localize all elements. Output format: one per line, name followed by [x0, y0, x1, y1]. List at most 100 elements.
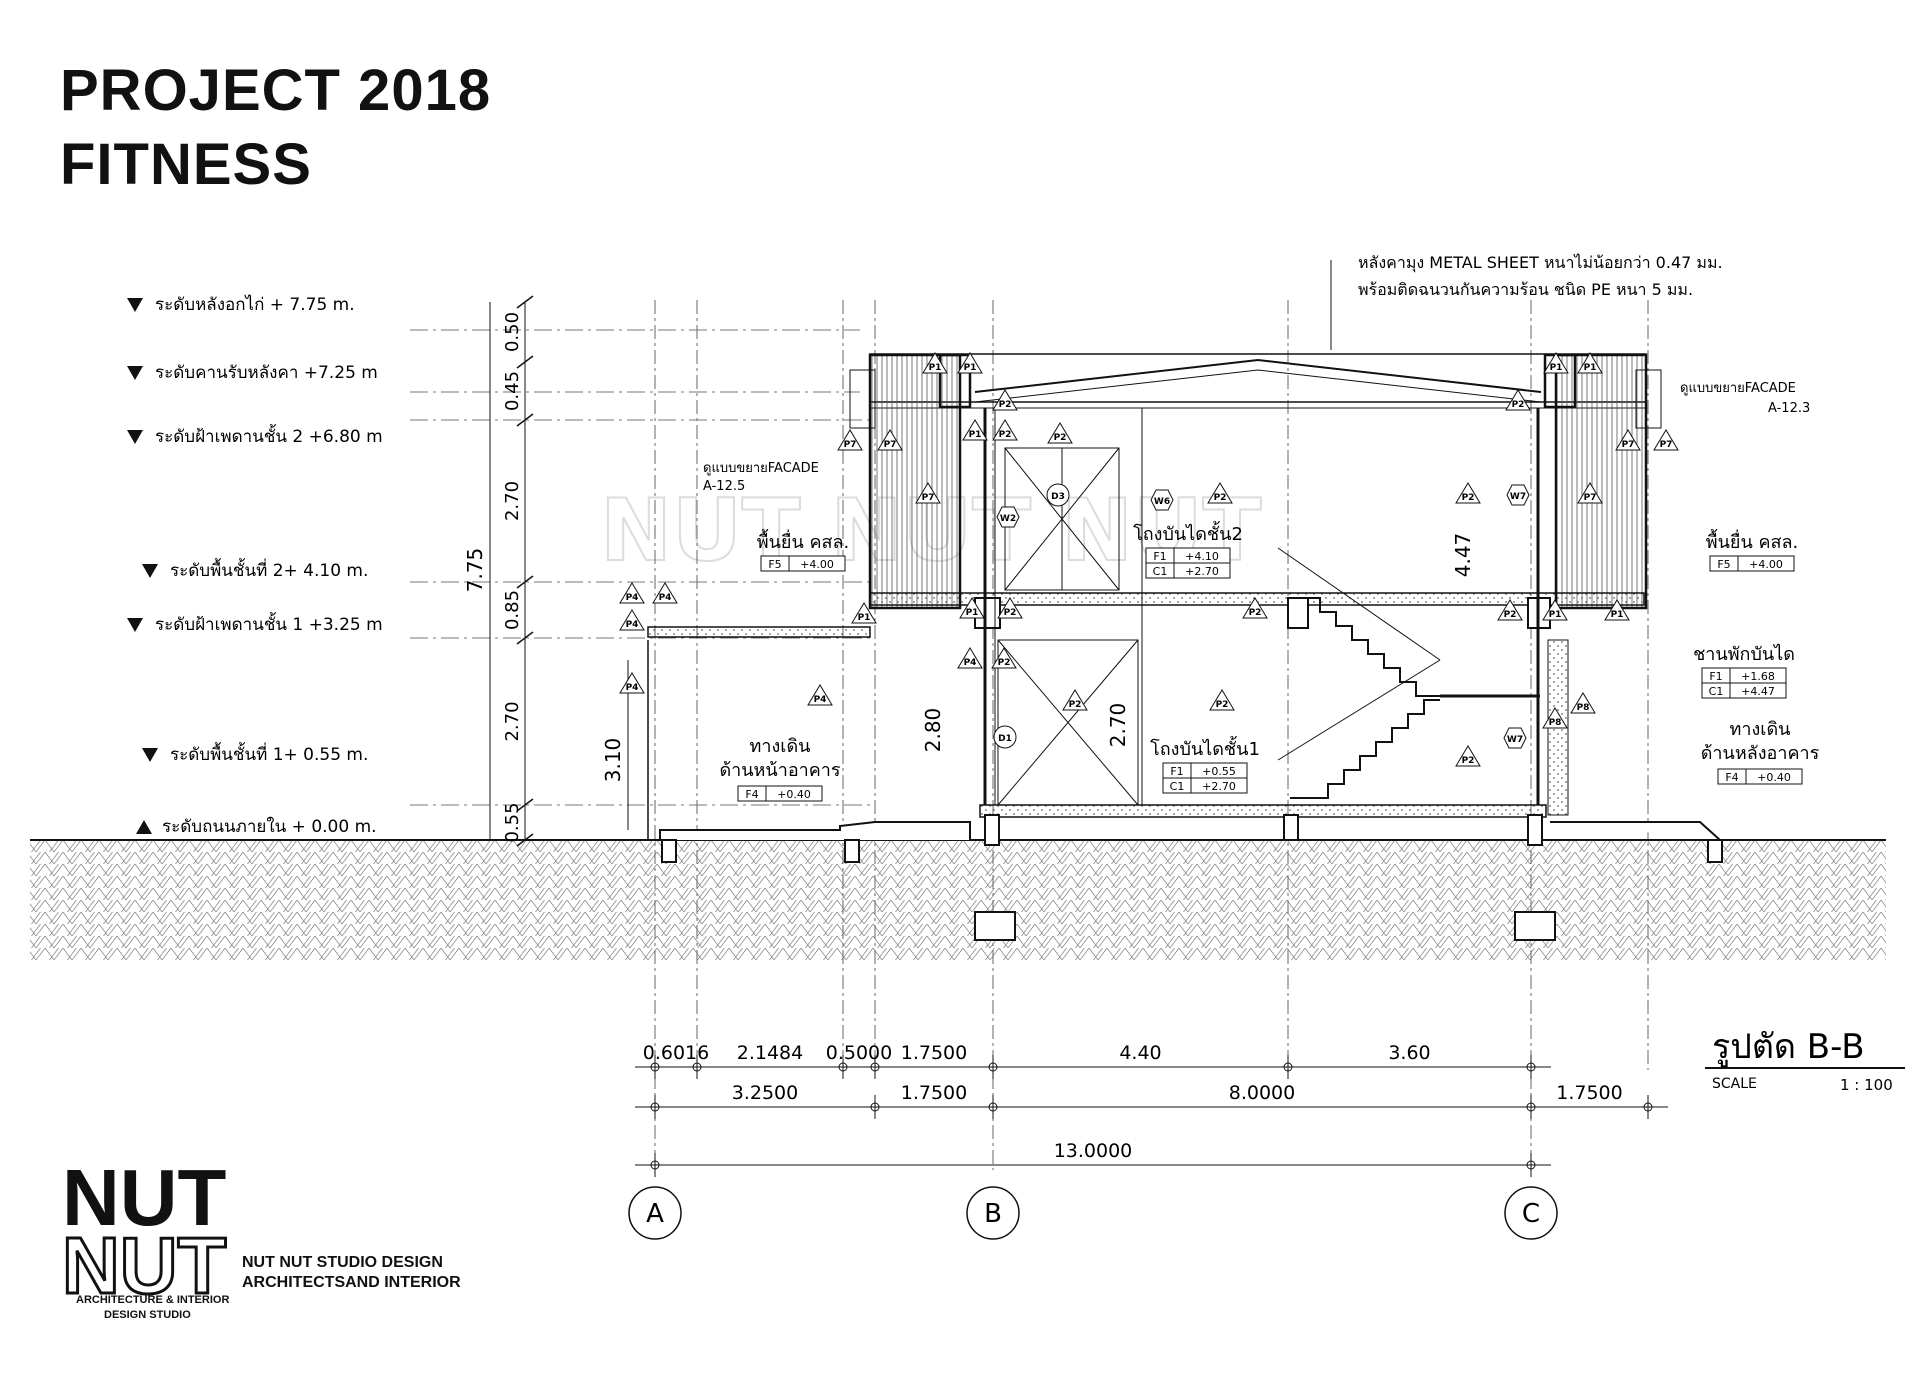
finish-tag-code: C1 — [1709, 685, 1724, 698]
hdim-node — [1526, 1160, 1536, 1170]
tag-code: P4 — [814, 695, 827, 705]
tag-code: P2 — [1504, 610, 1517, 620]
hdim-row1-value: 2.1484 — [737, 1042, 803, 1064]
tag-code: P1 — [858, 613, 871, 623]
tag-code: P1 — [929, 363, 942, 373]
vdim-tick — [516, 798, 534, 812]
level-marker-icon — [142, 748, 158, 762]
finish-tag-box — [1709, 555, 1795, 572]
tag-triangle-icon — [992, 389, 1018, 411]
hdim-total-value: 13.0000 — [1054, 1140, 1133, 1162]
tag-code: P4 — [626, 593, 639, 603]
tag-code: P2 — [1462, 493, 1475, 503]
level-label: ระดับฝ้าเพดานชั้น 2 +6.80 m — [155, 424, 383, 447]
tag-triangle-icon — [1455, 482, 1481, 504]
tag-triangle-icon — [1577, 352, 1603, 374]
hdim-row1-value: 4.40 — [1119, 1042, 1161, 1064]
studio-name-line1: NUT NUT STUDIO DESIGN — [242, 1254, 443, 1271]
finish-tag-level: +4.47 — [1741, 685, 1775, 698]
tag-code: P2 — [1214, 493, 1227, 503]
tag-code: P2 — [1054, 433, 1067, 443]
facade-ref-left-code: A-12.5 — [703, 479, 745, 494]
grid-label: C — [1522, 1199, 1540, 1229]
tag-triangle-icon — [877, 429, 903, 451]
hdim-row2-value: 3.2500 — [732, 1082, 798, 1104]
room-name-2: ด้านหน้าอาคาร — [719, 760, 840, 781]
finish-tag-code: F4 — [1725, 771, 1738, 784]
tag-triangle-icon — [619, 609, 645, 631]
hdim-node — [1283, 1062, 1293, 1072]
level-label: ระดับถนนภายใน + 0.00 m. — [162, 816, 377, 837]
logo-top: NUT — [62, 1153, 227, 1242]
tag-code: P4 — [964, 658, 977, 668]
project-subtitle: FITNESS — [60, 132, 312, 197]
tag-triangle-icon — [957, 352, 983, 374]
tag-code: P7 — [844, 440, 857, 450]
hdim-row2-value: 1.7500 — [901, 1082, 967, 1104]
tag-code: P8 — [1549, 718, 1562, 728]
finish-tag-code: F4 — [745, 788, 758, 801]
tag-triangle-icon — [1505, 389, 1531, 411]
tag-triangle-icon — [619, 582, 645, 604]
hdim-node — [988, 1102, 998, 1112]
hdim-node — [838, 1062, 848, 1072]
tag-triangle-icon — [652, 582, 678, 604]
inner-dim-447: 4.47 — [1451, 533, 1475, 578]
level-lines — [410, 329, 875, 806]
finish-tag-box — [760, 555, 846, 572]
tag-code: W2 — [1000, 514, 1016, 524]
hdim-node — [1643, 1102, 1653, 1112]
tag-triangle-icon — [997, 597, 1023, 619]
tag-triangle-icon — [1570, 692, 1596, 714]
vertical-dimensions: 0.500.452.700.852.700.557.75 — [463, 295, 534, 847]
level-marker-icon — [127, 298, 143, 312]
grid-label: B — [984, 1199, 1002, 1229]
tag-code: P2 — [998, 658, 1011, 668]
finish-tag-box — [1145, 562, 1231, 579]
room-name: โถงบันไดชั้น2 — [1133, 521, 1243, 545]
tag-triangle-icon — [959, 597, 985, 619]
vdim-value: 0.85 — [502, 590, 523, 630]
stair — [1277, 547, 1540, 799]
tag-hexagon-icon — [1503, 727, 1527, 749]
tag-code: P1 — [1611, 610, 1624, 620]
room-name: ทางเดิน — [750, 736, 811, 757]
hdim-row2-value: 8.0000 — [1229, 1082, 1295, 1104]
tag-code: P1 — [969, 430, 982, 440]
facade-ref-left-label: ดูแบบขยายFACADE — [703, 461, 819, 476]
logo-bottom: NUT — [60, 1221, 227, 1310]
level-marker-icon — [142, 564, 158, 578]
hdim-node — [988, 1062, 998, 1072]
tag-code: P8 — [1577, 703, 1590, 713]
room-name: ทางเดิน — [1730, 719, 1791, 740]
vdim-tick — [516, 413, 534, 427]
door-openings — [997, 447, 1139, 806]
grid-bubble — [628, 1186, 682, 1240]
inner-dim-280: 2.80 — [921, 708, 945, 753]
level-labels: ระดับหลังอกไก่ + 7.75 m.ระดับคานรับหลังค… — [127, 294, 383, 837]
tag-code: P7 — [884, 440, 897, 450]
vdim-value: 0.50 — [502, 312, 523, 352]
tag-triangle-icon — [619, 672, 645, 694]
tag-code: P1 — [1550, 363, 1563, 373]
vdim-value: 0.45 — [502, 371, 523, 411]
inner-dimensions: 3.10 2.80 2.70 4.47 — [601, 533, 1475, 830]
tag-triangle-icon — [1542, 599, 1568, 621]
hdim-node — [650, 1062, 660, 1072]
room-name-2: ด้านหลังอาคาร — [1701, 743, 1820, 764]
tag-triangle-icon — [851, 602, 877, 624]
tag-triangle-icon — [837, 429, 863, 451]
project-title: PROJECT 2018 — [60, 58, 492, 123]
hdim-node — [650, 1102, 660, 1112]
hdim-row1-value: 0.6016 — [643, 1042, 709, 1064]
tag-code: P2 — [1462, 756, 1475, 766]
finish-tag-box — [1717, 768, 1803, 785]
tag-triangle-icon — [1577, 482, 1603, 504]
finish-tag-level: +4.00 — [1749, 558, 1783, 571]
tag-code: P2 — [1216, 700, 1229, 710]
level-marker-icon — [127, 430, 143, 444]
tag-triangle-icon — [1543, 352, 1569, 374]
